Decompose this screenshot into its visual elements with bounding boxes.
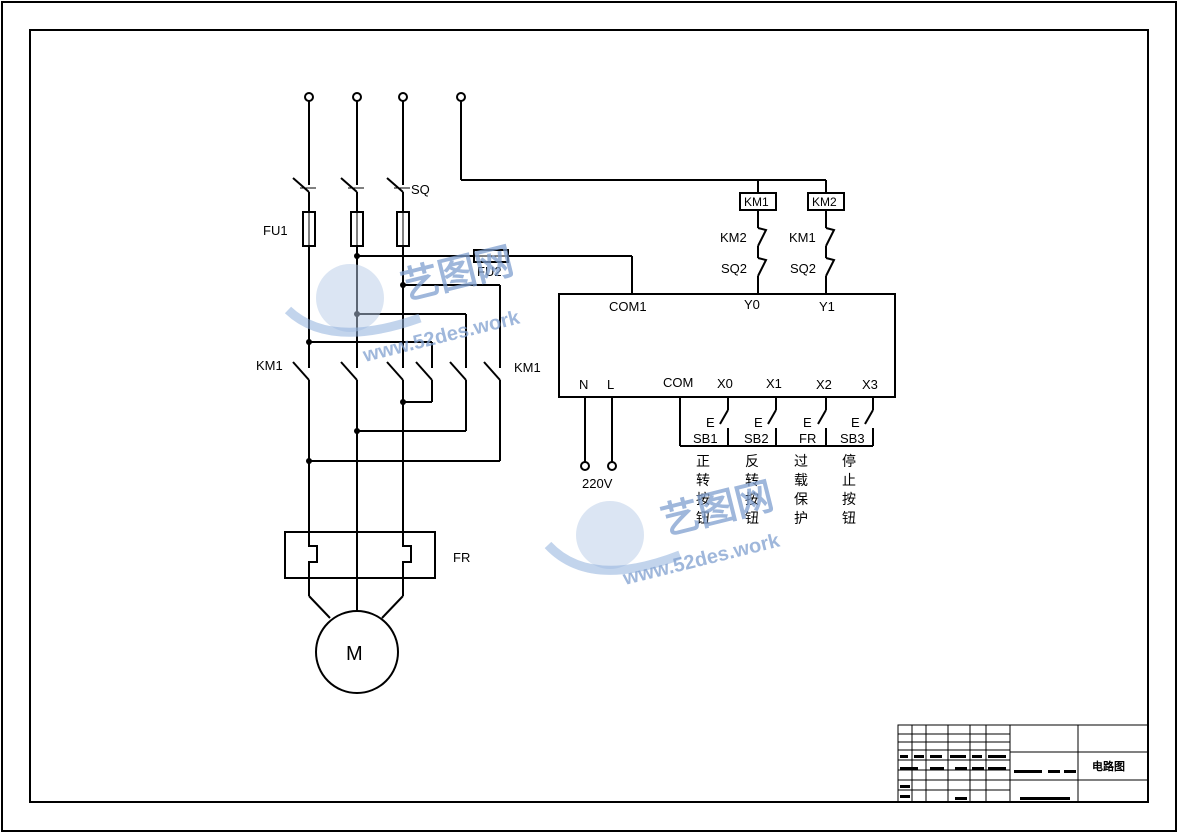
fuse-fu1	[302, 211, 410, 247]
label-km1-right: KM1	[514, 360, 541, 375]
label-sq2-a: SQ2	[721, 261, 747, 276]
desc-sb3-0: 停	[842, 453, 856, 470]
label-220v: 220V	[582, 476, 613, 491]
terminal-l2	[352, 92, 362, 102]
label-fr-button: FR	[799, 431, 816, 446]
motor-symbol	[315, 610, 399, 694]
label-coil-km1: KM1	[744, 195, 769, 209]
button-descriptions: 正 转 按 钮 反 转 按 钮 过 载 保 护 停 止 按 钮	[696, 453, 856, 527]
contact-fr	[817, 409, 827, 446]
label-interlock-km2: KM2	[720, 230, 747, 245]
label-sb1: SB1	[693, 431, 718, 446]
watermark-logo-globe-2	[576, 501, 644, 569]
desc-sb2-0: 反	[745, 454, 759, 470]
title-block: 电路图	[897, 724, 1149, 803]
watermark-url: www.52des.work	[360, 306, 523, 367]
label-sb2: SB2	[744, 431, 769, 446]
button-sb1	[719, 409, 729, 446]
terminal-l	[607, 461, 617, 471]
label-com1: COM1	[609, 299, 647, 314]
label-sb3: SB3	[840, 431, 865, 446]
watermark-logo-globe	[316, 264, 384, 332]
desc-sb1-2: 按	[696, 492, 710, 508]
label-l: L	[607, 377, 614, 392]
power-circuit	[284, 92, 633, 694]
terminal-l3	[398, 92, 408, 102]
label-e2: E	[754, 415, 763, 430]
label-x3: X3	[862, 377, 878, 392]
label-x0: X0	[717, 376, 733, 391]
watermark-url-2: www.52des.work	[620, 529, 783, 590]
label-x1: X1	[766, 376, 782, 391]
label-coil-km2: KM2	[812, 195, 837, 209]
button-sb2	[767, 409, 777, 446]
desc-sb1-1: 转	[696, 473, 710, 489]
terminal-l1	[304, 92, 314, 102]
desc-sb1-0: 正	[696, 454, 710, 470]
watermark-2: 艺图网 www.52des.work	[544, 475, 783, 590]
label-sq: SQ	[411, 182, 430, 197]
label-fu2: FU2	[477, 264, 502, 279]
desc-sb1-3: 钮	[696, 511, 710, 527]
desc-sb3-3: 钮	[842, 511, 856, 527]
desc-fr-1: 载	[794, 473, 808, 489]
terminal-n	[580, 461, 590, 471]
button-sb3	[864, 409, 874, 446]
label-com: COM	[663, 375, 693, 390]
label-e1: E	[706, 415, 715, 430]
label-motor: M	[346, 643, 363, 665]
desc-sb2-1: 转	[745, 473, 759, 489]
control-circuit	[460, 101, 896, 471]
contactor-km1-reverse	[415, 361, 501, 381]
desc-sb3-2: 按	[842, 492, 856, 508]
label-e3: E	[803, 415, 812, 430]
desc-sb2-3: 钮	[745, 511, 759, 527]
isolator-switch	[292, 177, 410, 193]
desc-fr-2: 保	[794, 492, 808, 508]
label-n: N	[579, 377, 588, 392]
drawing-name: 电路图	[1092, 759, 1125, 773]
label-x2: X2	[816, 377, 832, 392]
label-y0: Y0	[744, 297, 760, 312]
label-sq2-b: SQ2	[790, 261, 816, 276]
desc-sb2-2: 按	[745, 492, 759, 508]
label-e4: E	[851, 415, 860, 430]
desc-fr-3: 护	[794, 511, 808, 527]
label-km1-left: KM1	[256, 358, 283, 373]
contactor-km1-forward	[292, 361, 404, 381]
watermark-1: 艺图网 www.52des.work	[284, 240, 523, 367]
desc-sb3-1: 止	[842, 473, 856, 489]
thermal-relay-fr	[284, 531, 436, 579]
inner-border	[29, 29, 1149, 803]
label-y1: Y1	[819, 299, 835, 314]
label-fu1: FU1	[263, 223, 288, 238]
label-fr: FR	[453, 550, 470, 565]
desc-fr-0: 过	[794, 454, 808, 470]
label-interlock-km1: KM1	[789, 230, 816, 245]
terminal-control	[456, 92, 466, 102]
